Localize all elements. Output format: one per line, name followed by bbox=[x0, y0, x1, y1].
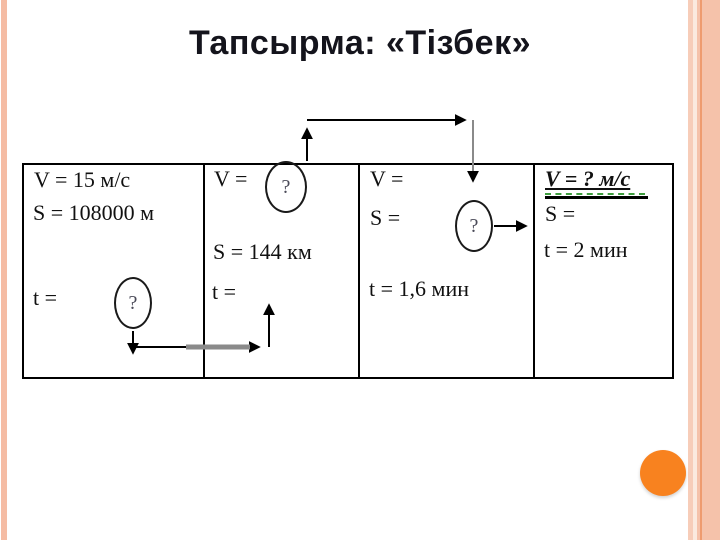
column-divider bbox=[533, 165, 535, 377]
cell3-t-line: t = 1,6 мин bbox=[369, 276, 469, 301]
cell1-v-line: V = 15 м/с bbox=[34, 167, 131, 192]
right-border-stripe bbox=[688, 0, 693, 540]
thick-underline bbox=[545, 196, 648, 199]
table-cell-1: V = 15 м/с S = 108000 м t = bbox=[24, 165, 203, 377]
cell3-v-line: V = bbox=[370, 166, 404, 191]
column-divider bbox=[358, 165, 360, 377]
page-title: Тапсырма: «Тізбек» bbox=[188, 24, 532, 62]
cell4-v-text: V = ? м/с bbox=[545, 166, 631, 191]
cell3-s-line: S = bbox=[370, 205, 401, 230]
question-mark: ? bbox=[469, 214, 479, 237]
problem-table: V = 15 м/с S = 108000 м t = V = S = 144 … bbox=[22, 163, 674, 379]
column-divider bbox=[203, 165, 205, 377]
cell4-v-line: V = ? м/с bbox=[545, 166, 648, 199]
cell1-s-line: S = 108000 м bbox=[33, 200, 155, 225]
orange-circle-decoration bbox=[640, 450, 686, 496]
question-circle-1: ? bbox=[114, 277, 152, 329]
left-border-stripe bbox=[1, 0, 7, 540]
table-cell-2: V = S = 144 км t = bbox=[205, 165, 358, 377]
right-accent-line bbox=[700, 0, 702, 540]
cell2-v-line: V = bbox=[214, 166, 248, 191]
question-mark: ? bbox=[128, 291, 138, 314]
table-cell-4: V = ? м/с S = t = 2 мин bbox=[535, 165, 672, 377]
table-cell-3: V = S = t = 1,6 мин bbox=[360, 165, 533, 377]
right-border-gap bbox=[693, 0, 697, 540]
question-circle-2: ? bbox=[265, 161, 307, 213]
right-border-band bbox=[697, 0, 720, 540]
cell2-s-line: S = 144 км bbox=[213, 239, 312, 264]
question-mark: ? bbox=[281, 175, 291, 198]
question-circle-3: ? bbox=[455, 200, 493, 252]
cell4-t-line: t = 2 мин bbox=[544, 237, 628, 262]
spellcheck-squiggle bbox=[545, 193, 645, 195]
cell1-t-line: t = bbox=[33, 285, 58, 310]
cell4-s-line: S = bbox=[545, 201, 576, 226]
cell2-t-line: t = bbox=[212, 279, 237, 304]
